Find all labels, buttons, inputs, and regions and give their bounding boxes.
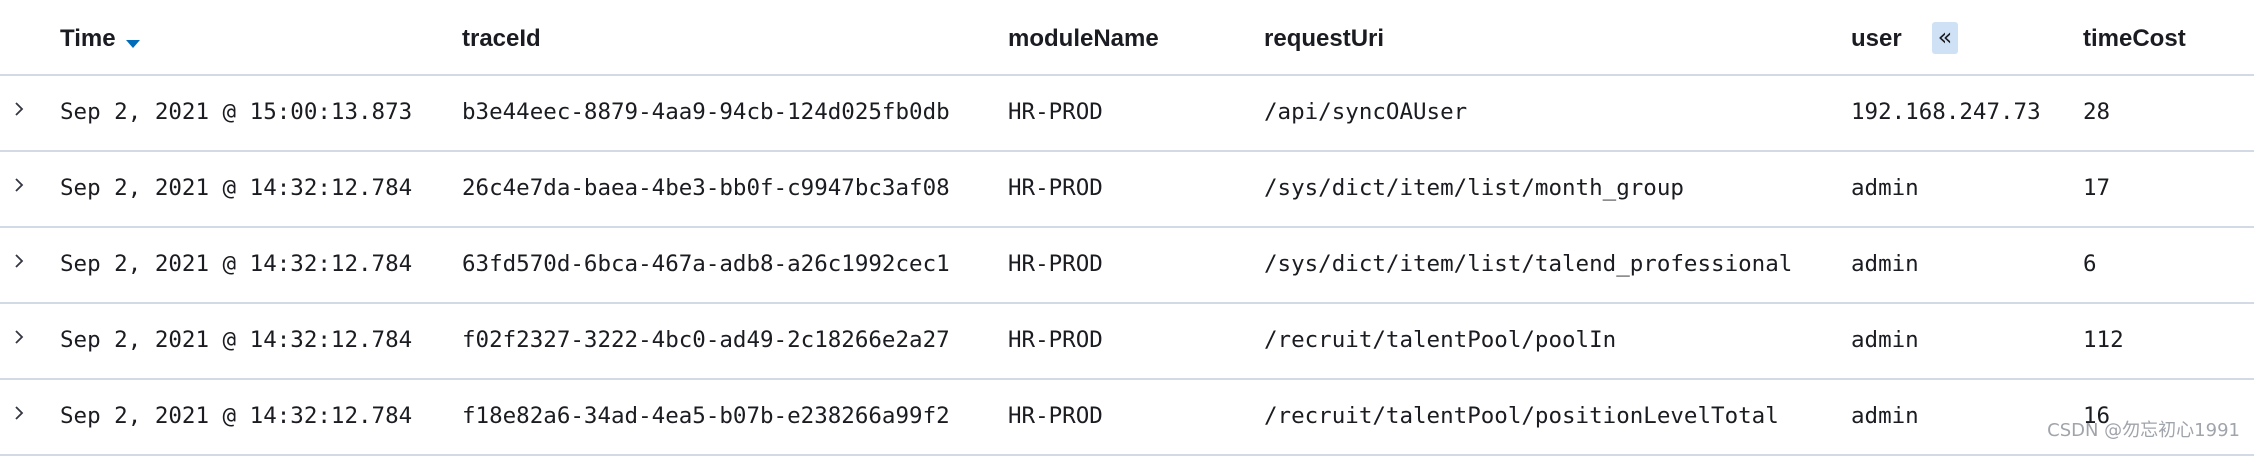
column-header-traceid[interactable]: traceId — [462, 25, 541, 52]
cell-traceid: 26c4e7da-baea-4be3-bb0f-c9947bc3af08 — [462, 175, 950, 201]
cell-timecost: 16 — [2083, 403, 2111, 429]
cell-requesturi: /api/syncOAUser — [1264, 99, 1468, 125]
sort-descending-icon[interactable] — [126, 40, 140, 48]
cell-traceid: f02f2327-3222-4bc0-ad49-2c18266e2a27 — [462, 327, 950, 353]
cell-modulename: HR-PROD — [1008, 251, 1103, 277]
cell-modulename: HR-PROD — [1008, 99, 1103, 125]
chevron-right-icon[interactable] — [12, 178, 26, 192]
cell-user: 192.168.247.73 — [1851, 99, 2041, 125]
cell-timecost: 17 — [2083, 175, 2111, 201]
cell-user: admin — [1851, 403, 1919, 429]
cell-time: Sep 2, 2021 @ 15:00:13.873 — [60, 99, 413, 125]
cell-time: Sep 2, 2021 @ 14:32:12.784 — [60, 251, 413, 277]
cell-traceid: 63fd570d-6bca-467a-adb8-a26c1992cec1 — [462, 251, 950, 277]
cell-time: Sep 2, 2021 @ 14:32:12.784 — [60, 403, 413, 429]
cell-time: Sep 2, 2021 @ 14:32:12.784 — [60, 175, 413, 201]
table-header: Time traceId moduleName requestUri user … — [0, 0, 2254, 76]
cell-requesturi: /recruit/talentPool/poolIn — [1264, 327, 1617, 353]
cell-modulename: HR-PROD — [1008, 403, 1103, 429]
column-header-user[interactable]: user — [1851, 25, 1902, 52]
cell-requesturi: /sys/dict/item/list/month_group — [1264, 175, 1684, 201]
chevron-right-icon[interactable] — [12, 330, 26, 344]
cell-user: admin — [1851, 175, 1919, 201]
cell-traceid: f18e82a6-34ad-4ea5-b07b-e238266a99f2 — [462, 403, 950, 429]
collapse-column-button[interactable]: « — [1932, 22, 1958, 54]
table-row: Sep 2, 2021 @ 14:32:12.784 f02f2327-3222… — [0, 304, 2254, 380]
chevron-right-icon[interactable] — [12, 102, 26, 116]
cell-timecost: 6 — [2083, 251, 2097, 277]
column-header-timecost[interactable]: timeCost — [2083, 25, 2186, 52]
cell-timecost: 28 — [2083, 99, 2111, 125]
cell-traceid: b3e44eec-8879-4aa9-94cb-124d025fb0db — [462, 99, 950, 125]
table-row: Sep 2, 2021 @ 15:00:13.873 b3e44eec-8879… — [0, 76, 2254, 152]
chevron-right-icon[interactable] — [12, 406, 26, 420]
cell-modulename: HR-PROD — [1008, 327, 1103, 353]
table-row: Sep 2, 2021 @ 14:32:12.784 f18e82a6-34ad… — [0, 380, 2254, 456]
chevron-right-icon[interactable] — [12, 254, 26, 268]
cell-timecost: 112 — [2083, 327, 2124, 353]
cell-user: admin — [1851, 251, 1919, 277]
table-row: Sep 2, 2021 @ 14:32:12.784 26c4e7da-baea… — [0, 152, 2254, 228]
watermark: CSDN @勿忘初心1991 — [2047, 420, 2240, 441]
table-row: Sep 2, 2021 @ 14:32:12.784 63fd570d-6bca… — [0, 228, 2254, 304]
column-header-time[interactable]: Time — [60, 25, 116, 52]
cell-requesturi: /sys/dict/item/list/talend_professional — [1264, 251, 1793, 277]
column-header-modulename[interactable]: moduleName — [1008, 25, 1159, 52]
cell-requesturi: /recruit/talentPool/positionLevelTotal — [1264, 403, 1779, 429]
cell-modulename: HR-PROD — [1008, 175, 1103, 201]
cell-time: Sep 2, 2021 @ 14:32:12.784 — [60, 327, 413, 353]
column-header-requesturi[interactable]: requestUri — [1264, 25, 1385, 52]
cell-user: admin — [1851, 327, 1919, 353]
